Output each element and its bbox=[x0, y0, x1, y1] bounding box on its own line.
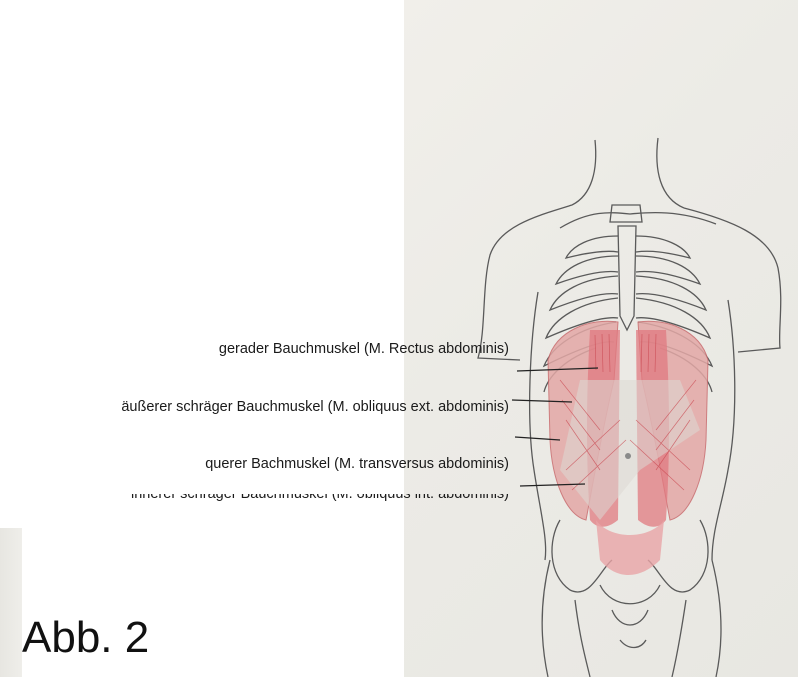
right-flank-outline bbox=[712, 300, 735, 560]
right-inner-leg-outline bbox=[672, 600, 686, 677]
groin-outline bbox=[612, 610, 648, 625]
pelvis-center bbox=[600, 585, 660, 604]
sternum bbox=[618, 226, 636, 330]
label-rectus-abdominis: gerader Bauchmuskel (M. Rectus abdominis… bbox=[219, 341, 509, 357]
label-transversus-abdominis: querer Bachmuskel (M. transversus abdomi… bbox=[205, 456, 509, 472]
abdominal-muscles bbox=[548, 321, 708, 575]
left-inner-leg-outline bbox=[575, 600, 590, 677]
neck-left-outline bbox=[572, 140, 596, 205]
navel bbox=[625, 453, 631, 459]
hip-detail bbox=[620, 640, 646, 648]
neck-right-outline bbox=[657, 138, 684, 208]
clavicles bbox=[560, 213, 716, 228]
figure-label: Abb. 2 bbox=[22, 616, 149, 660]
label-external-oblique: äußerer schräger Bauchmuskel (M. obliquu… bbox=[121, 399, 509, 415]
label-internal-oblique: innerer schräger Bauchmuskel (M. obliquu… bbox=[131, 494, 509, 507]
left-shoulder-outline bbox=[478, 205, 572, 360]
label-internal-oblique-text: innerer schräger Bauchmuskel (M. obliquu… bbox=[131, 494, 509, 502]
left-leg-outline bbox=[542, 560, 550, 677]
left-flank-outline bbox=[530, 292, 546, 560]
right-leg-outline bbox=[712, 560, 721, 677]
